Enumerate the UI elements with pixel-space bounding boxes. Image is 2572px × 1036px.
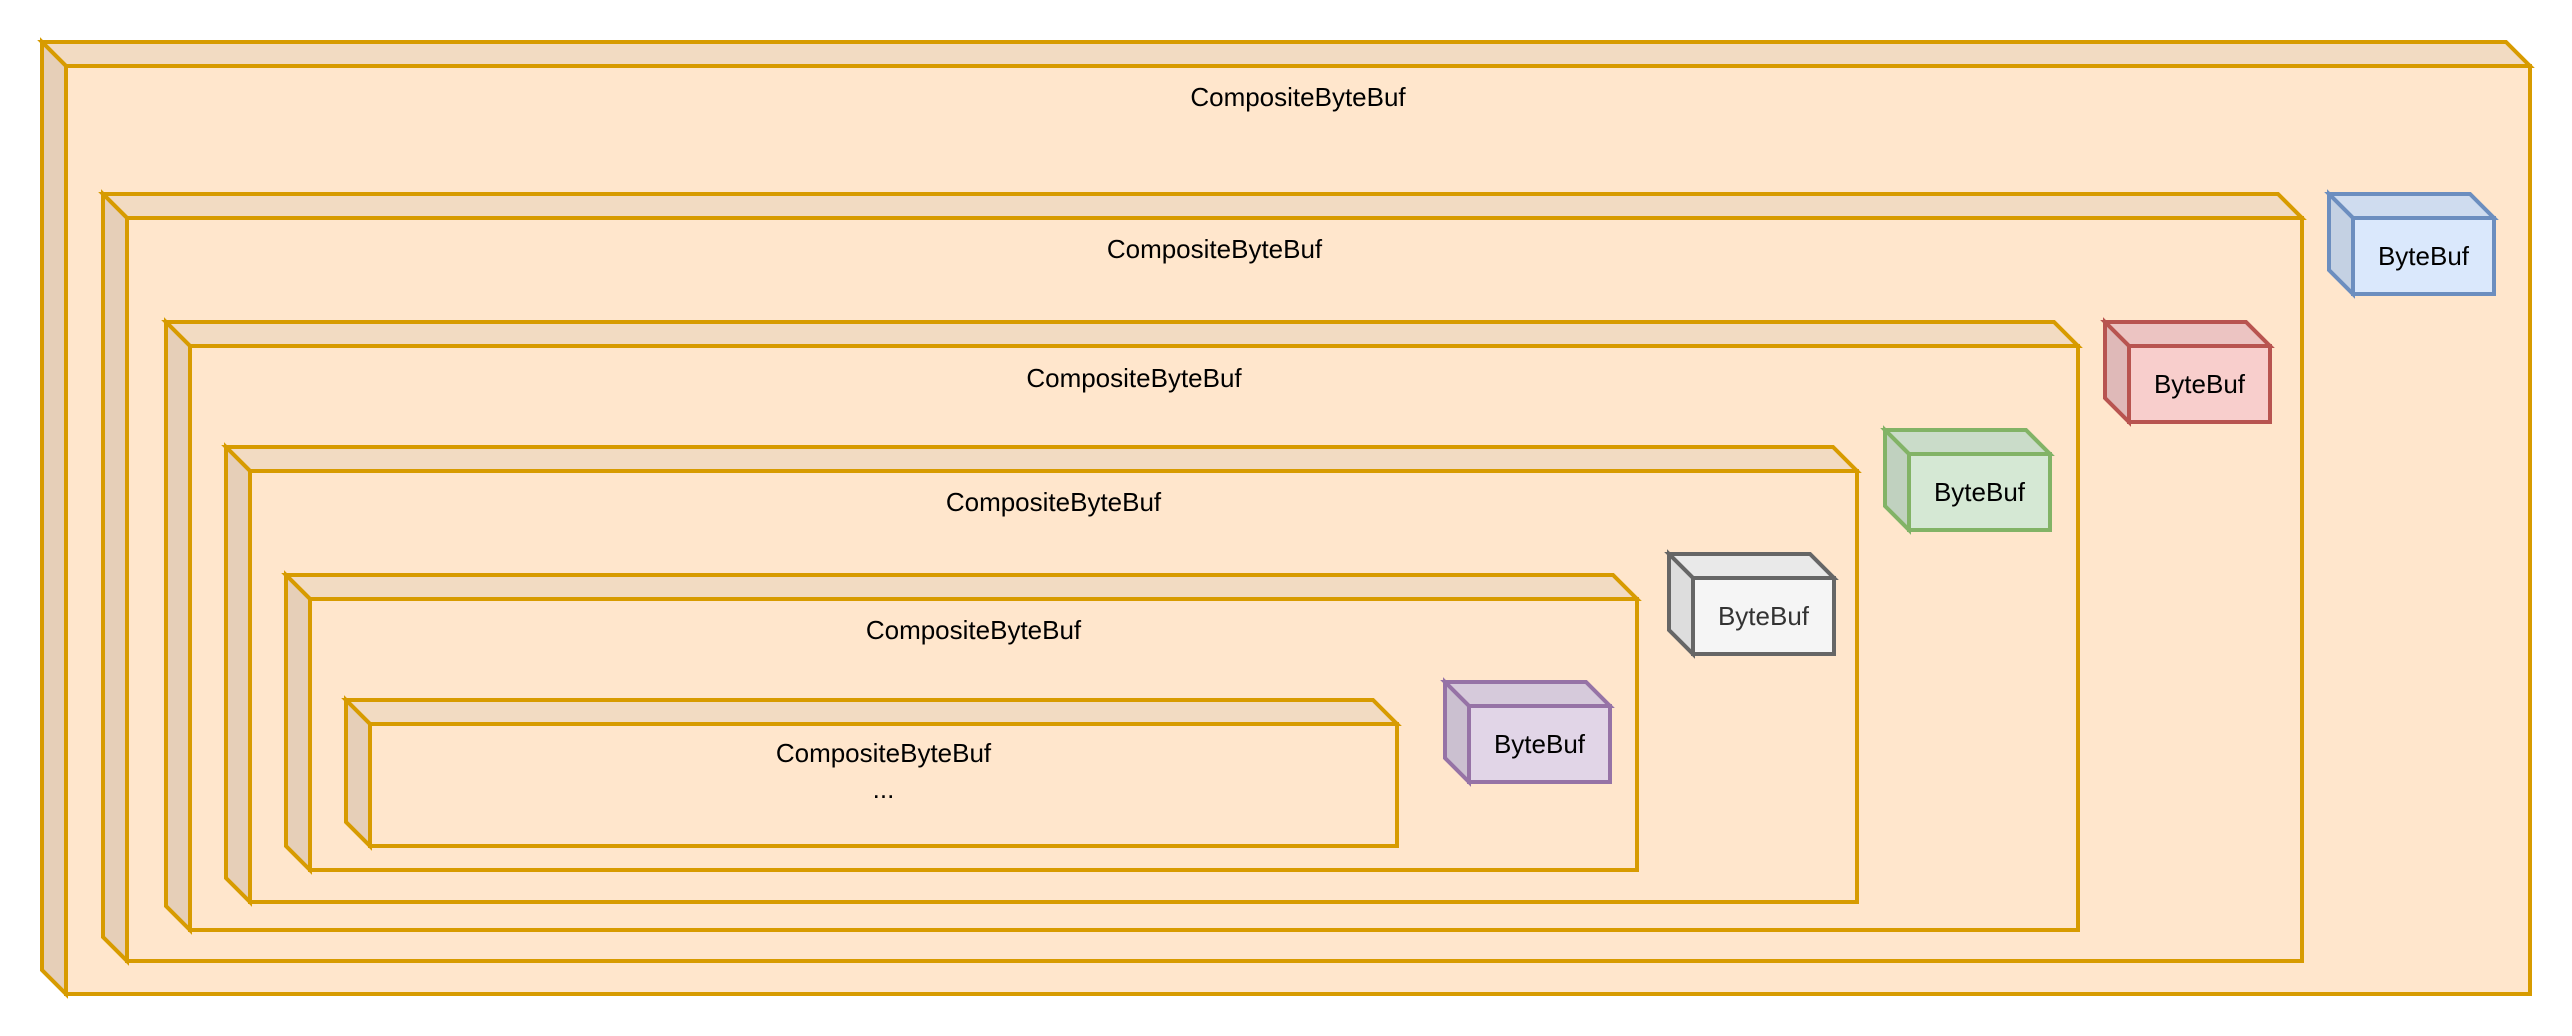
composite-bytebuf-box-3-top-face	[161, 320, 2083, 348]
bytebuf-box-4-top-face	[1664, 552, 1839, 580]
bytebuf-box-1-side-face	[2327, 189, 2355, 299]
bytebuf-box-2-side-face	[2103, 317, 2131, 427]
composite-bytebuf-box-6-top-face	[341, 698, 1402, 726]
composite-bytebuf-box-2-side-face	[101, 189, 129, 966]
bytebuf-box-5-side-face	[1443, 677, 1471, 787]
ellipsis-label: ...	[873, 774, 895, 804]
bytebuf-label: ByteBuf	[2378, 241, 2470, 271]
composite-bytebuf-box-2-top-face	[98, 192, 2307, 220]
bytebuf-box-2-top-face	[2100, 320, 2275, 348]
bytebuf-box-3: ByteBuf	[1880, 425, 2055, 535]
composite-bytebuf-box-6: CompositeByteBuf...	[341, 695, 1402, 851]
bytebuf-label: ByteBuf	[1934, 477, 2026, 507]
bytebuf-box-4: ByteBuf	[1664, 549, 1839, 659]
composite-bytebuf-label: CompositeByteBuf	[776, 738, 992, 768]
composite-bytebuf-box-4-top-face	[221, 445, 1862, 473]
bytebuf-label: ByteBuf	[1494, 729, 1586, 759]
composite-bytebuf-box-5-side-face	[284, 570, 312, 875]
bytebuf-label: ByteBuf	[2154, 369, 2246, 399]
composite-bytebuf-label: CompositeByteBuf	[1190, 82, 1406, 112]
bytebuf-box-3-top-face	[1880, 428, 2055, 456]
composite-bytebuf-box-4-side-face	[224, 442, 252, 907]
bytebuf-box-1-top-face	[2324, 192, 2499, 220]
bytebuf-box-2: ByteBuf	[2100, 317, 2275, 427]
composite-bytebuf-label: CompositeByteBuf	[1107, 234, 1323, 264]
bytebuf-box-4-side-face	[1667, 549, 1695, 659]
composite-bytebuf-box-6-side-face	[344, 695, 372, 851]
composite-bytebuf-box-1-top-face	[37, 40, 2535, 68]
composite-bytebuf-label: CompositeByteBuf	[866, 615, 1082, 645]
bytebuf-box-5: ByteBuf	[1440, 677, 1615, 787]
composite-bytebuf-box-6-front-face	[368, 722, 1399, 848]
bytebuf-box-1: ByteBuf	[2324, 189, 2499, 299]
composite-bytebuf-label: CompositeByteBuf	[1026, 363, 1242, 393]
composite-layer: CompositeByteBufCompositeByteBufComposit…	[37, 37, 2535, 999]
bytebuf-box-5-front-face	[1467, 704, 1612, 784]
composite-bytebuf-box-1-side-face	[40, 37, 68, 999]
composite-bytebuf-label: CompositeByteBuf	[946, 487, 1162, 517]
bytebuf-box-5-top-face	[1440, 680, 1615, 708]
composite-bytebuf-box-3-side-face	[164, 317, 192, 935]
bytebuf-label: ByteBuf	[1718, 601, 1810, 631]
bytebuf-box-1-front-face	[2351, 216, 2496, 296]
composite-bytebuf-box-5-top-face	[281, 573, 1642, 601]
bytebuf-box-3-side-face	[1883, 425, 1911, 535]
